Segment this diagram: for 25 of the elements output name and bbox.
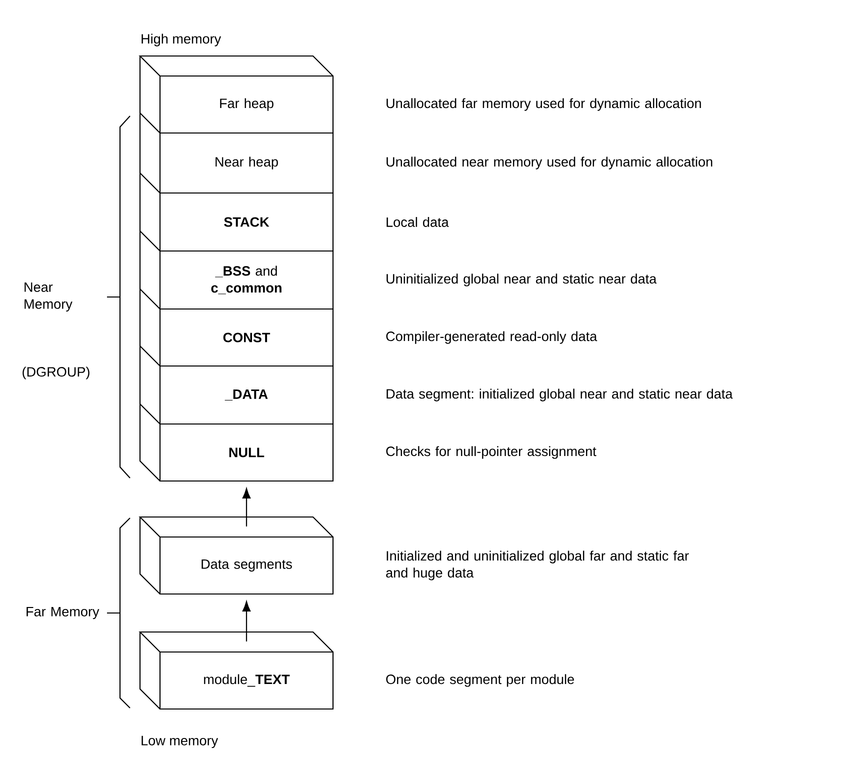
- segment-box: _BSS and c_common: [159, 250, 334, 310]
- segment-box: Near heap: [159, 132, 334, 194]
- description-text: Local data: [386, 217, 449, 227]
- segment-box: Far heap: [159, 75, 334, 134]
- segment-box: NULL: [159, 423, 334, 482]
- description-text: Data segment: initialized global near and static near data: [386, 388, 733, 402]
- description-text: Unallocated far memory used for dynamic allocation: [386, 98, 701, 111]
- description-text: Unallocated near memory used for dynamic allocation: [386, 156, 712, 170]
- segment-box: _DATA: [159, 365, 334, 425]
- memory-label: High memory: [142, 34, 222, 46]
- segment-box: STACK: [159, 192, 334, 252]
- arrow: [242, 601, 251, 642]
- segment-box: Data segments: [138, 516, 334, 595]
- bracket-label: Near Memory: [24, 282, 72, 312]
- segment-box: module_TEXT: [138, 631, 334, 710]
- description-text: One code segment per module: [386, 674, 574, 687]
- description-text: Checks for null-pointer assignment: [386, 446, 596, 459]
- description-text: Initialized and uninitialized global far and static far and huge data: [386, 550, 689, 580]
- description-text: Uninitialized global near and static near data: [386, 274, 657, 286]
- memory-label: Low memory: [142, 736, 218, 748]
- segment-box: CONST: [159, 308, 334, 367]
- bracket-label: Far Memory: [26, 606, 100, 620]
- bracket-label: (DGROUP): [22, 366, 90, 380]
- arrow: [242, 488, 251, 526]
- description-text: Compiler-generated read-only data: [386, 331, 598, 344]
